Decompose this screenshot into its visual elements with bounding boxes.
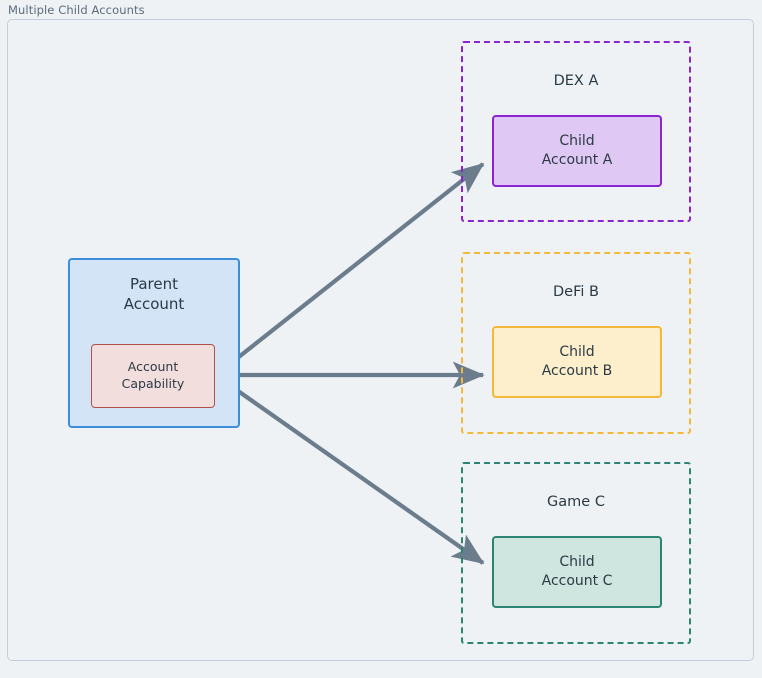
- child-account-b-node[interactable]: Child Account B: [492, 326, 662, 398]
- account-capability-label: Account Capability: [122, 359, 185, 393]
- child-account-a-node[interactable]: Child Account A: [492, 115, 662, 187]
- parent-account-label: Parent Account: [124, 274, 185, 315]
- group-defi-b: DeFi B: [461, 252, 691, 434]
- parent-account-label-line1: Parent: [129, 275, 178, 293]
- group-game-c: Game C: [461, 462, 691, 644]
- child-account-a-label: Child Account A: [542, 132, 613, 170]
- parent-account-label-line2: Account: [123, 295, 185, 314]
- child-account-c-label-line1: Child: [559, 554, 595, 571]
- child-account-b-label-line2: Account B: [541, 363, 613, 379]
- child-account-c-label: Child Account C: [542, 553, 613, 591]
- group-game-c-label: Game C: [547, 494, 605, 510]
- child-account-a-label-line1: Child: [559, 133, 595, 150]
- account-capability-node[interactable]: Account Capability: [91, 344, 215, 408]
- account-capability-label-line1: Account: [127, 359, 179, 375]
- group-dex-a-label: DEX A: [553, 73, 599, 89]
- account-capability-label-line2: Capability: [121, 376, 185, 391]
- child-account-b-label-line1: Child: [559, 344, 595, 361]
- child-account-b-label: Child Account B: [542, 343, 613, 381]
- group-defi-b-label: DeFi B: [553, 284, 599, 300]
- child-account-c-node[interactable]: Child Account C: [492, 536, 662, 608]
- group-dex-a: DEX A: [461, 41, 691, 222]
- child-account-a-label-line2: Account A: [541, 152, 613, 168]
- diagram-title: Multiple Child Accounts: [8, 3, 145, 17]
- child-account-c-label-line2: Account C: [541, 573, 613, 589]
